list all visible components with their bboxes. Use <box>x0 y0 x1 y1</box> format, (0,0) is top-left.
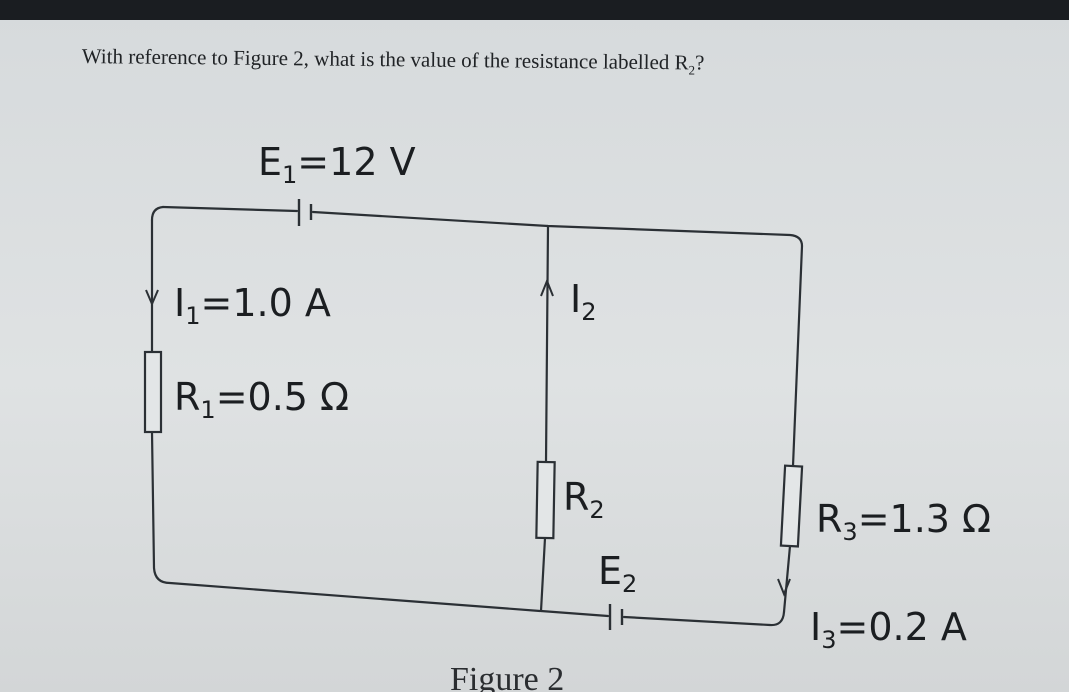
label-r3: R3=1.3 Ω <box>816 497 991 546</box>
top-bar <box>0 0 1069 20</box>
battery-e2-symbol <box>608 604 624 630</box>
top-wire-right <box>311 210 804 248</box>
right-wire-lower <box>782 544 792 614</box>
i1-arrow-icon <box>145 289 159 307</box>
resistor-r1-symbol <box>143 350 163 434</box>
i3-arrow-icon <box>777 578 791 597</box>
label-e1: E1=12 V <box>258 140 416 189</box>
left-wire-lower <box>150 430 542 613</box>
resistor-r3-symbol <box>779 464 804 548</box>
battery-e1-symbol <box>297 199 313 226</box>
label-i3: I3=0.2 A <box>810 605 967 654</box>
bottom-wire-mid <box>539 609 610 618</box>
label-i1: I1=1.0 A <box>174 281 331 330</box>
bottom-wire-right <box>622 610 786 627</box>
label-r1: R1=0.5 Ω <box>174 375 349 424</box>
label-e2: E2 <box>598 549 637 598</box>
right-wire-upper <box>791 244 804 468</box>
i2-arrow-icon <box>540 278 554 297</box>
figure-caption: Figure 2 <box>450 661 564 692</box>
resistor-r2-symbol <box>535 460 556 540</box>
label-i2: I2 <box>570 277 597 326</box>
top-left-corner <box>150 205 165 222</box>
middle-wire-lower <box>539 536 547 613</box>
middle-wire-upper <box>544 224 550 464</box>
top-wire-left <box>161 205 299 213</box>
label-r2: R2 <box>563 475 605 524</box>
